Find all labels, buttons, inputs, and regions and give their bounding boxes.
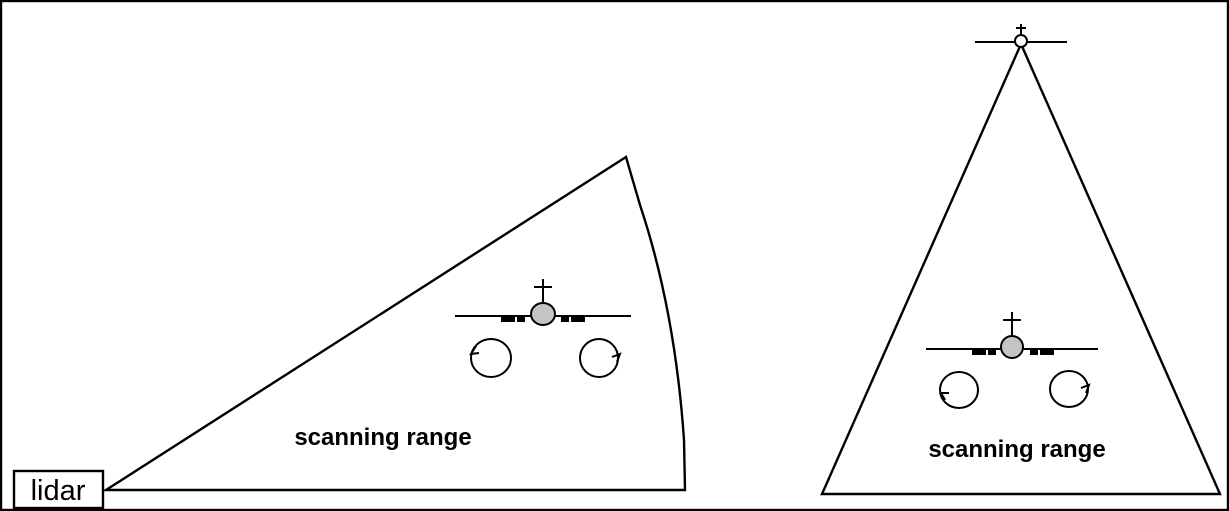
wake-vortex-icon	[579, 338, 622, 378]
aircraft-front-icon	[926, 312, 1098, 359]
wake-vortex-icon	[469, 338, 512, 378]
aircraft-front-icon	[975, 24, 1067, 48]
top-view-scan-cone	[820, 41, 1222, 496]
top-view-range-label: scanning range	[928, 436, 1105, 463]
side-view-scan-sector	[101, 155, 687, 492]
side-view-panel: lidar scanning range	[12, 155, 687, 510]
side-view-range-label: scanning range	[294, 424, 471, 451]
top-view-panel: scanning range	[820, 24, 1222, 496]
lidar-label: lidar	[31, 475, 86, 507]
lidar-box	[12, 469, 105, 510]
wake-vortex-icon	[1049, 370, 1091, 408]
aircraft-front-icon	[455, 279, 631, 326]
wake-vortex-icon	[939, 371, 979, 409]
